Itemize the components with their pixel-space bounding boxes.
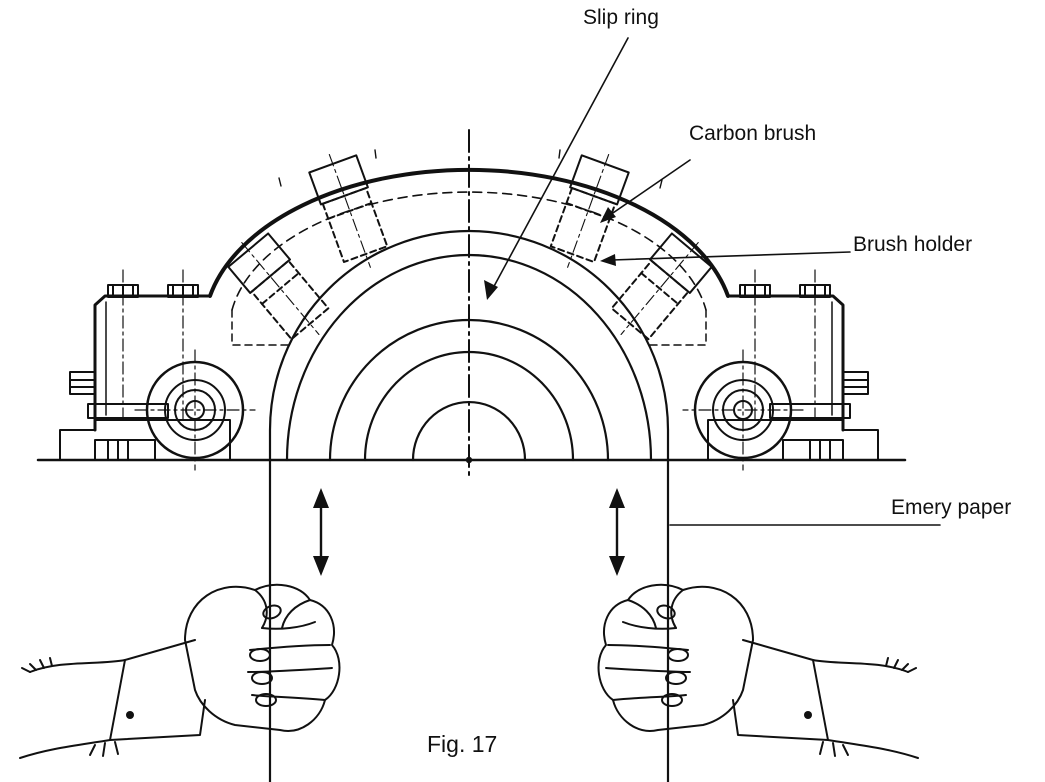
right-pedestal [647, 269, 879, 471]
figure-caption: Fig. 17 [427, 731, 498, 757]
double-arrow-left [313, 488, 329, 576]
brush-holder-left-inner [308, 153, 389, 268]
slip-ring [268, 229, 670, 462]
double-arrow-right [609, 488, 625, 576]
brush-holder-right-outer [610, 232, 713, 341]
leader-brush-holder [600, 251, 851, 266]
leader-carbon-brush [600, 159, 691, 223]
housing-dashed [231, 191, 707, 311]
slip-ring-center-mark [454, 456, 484, 464]
left-pedestal [59, 269, 291, 471]
brush-holder-left-outer [227, 232, 330, 341]
label-emery-paper: Emery paper [891, 496, 1012, 519]
right-hand [597, 583, 919, 759]
label-carbon-brush: Carbon brush [689, 122, 817, 145]
housing-ticks [278, 149, 663, 189]
label-brush-holder: Brush holder [853, 233, 973, 256]
leader-slip-ring [484, 37, 629, 300]
label-slip-ring: Slip ring [583, 6, 659, 29]
housing-outer [208, 167, 730, 298]
left-hand [19, 583, 341, 759]
brush-holder-right-inner [549, 153, 630, 268]
